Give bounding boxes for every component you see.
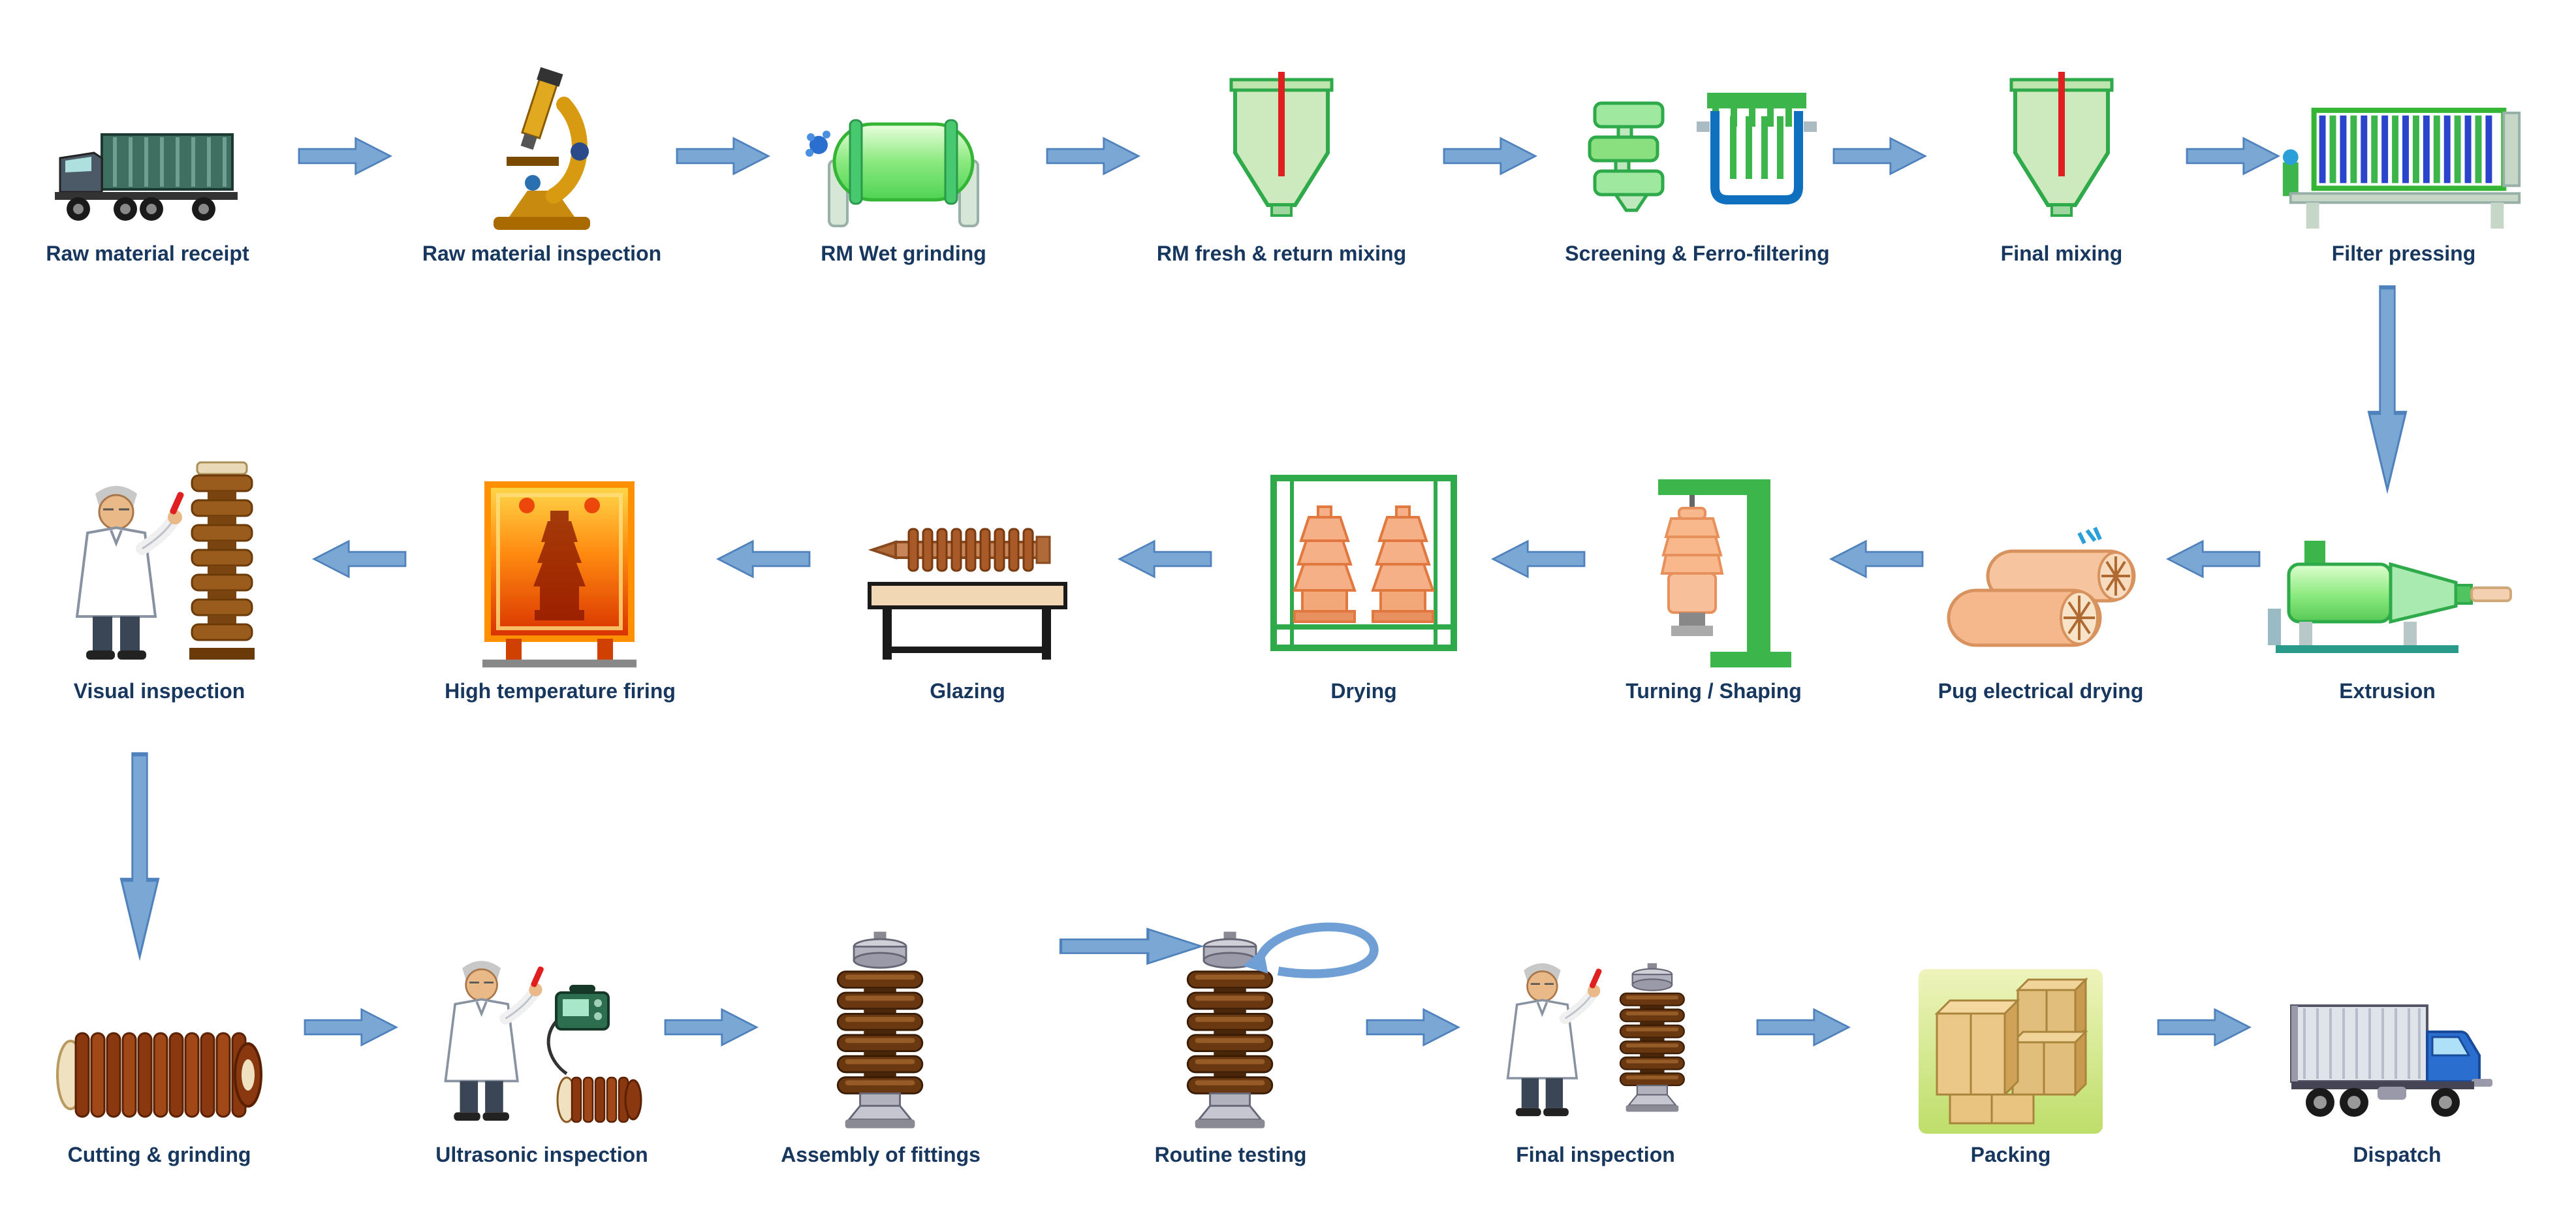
pug-cylinders-icon	[1933, 424, 2148, 673]
turning-lathe-icon	[1632, 424, 1795, 673]
test-loop-arrow	[1240, 913, 1390, 986]
flow-arrow-right	[1046, 136, 1141, 176]
node-label: Extrusion	[2339, 679, 2436, 703]
drying-rack-icon	[1266, 424, 1462, 673]
node-glazing: Glazing	[785, 424, 1150, 703]
flow-arrow-right	[676, 136, 771, 176]
node-cutting-grinding: Cutting & grinding	[0, 914, 342, 1167]
node-label: Drying	[1330, 679, 1397, 703]
node-final-inspection: Final inspection	[1413, 914, 1778, 1167]
node-turning-shaping: Turning / Shaping	[1531, 424, 1896, 703]
mixing-hopper-icon	[2000, 39, 2124, 235]
node-label: Routine testing	[1154, 1143, 1307, 1166]
flow-arrow-right	[2186, 136, 2281, 176]
flow-arrow-right	[1366, 1008, 1461, 1047]
node-assembly-of-fittings: Assembly of fittings	[698, 914, 1063, 1167]
node-high-temperature-firing: High temperature firing	[377, 424, 743, 703]
node-extrusion: Extrusion	[2205, 424, 2570, 703]
assembled-insulator-icon	[815, 914, 946, 1136]
flow-arrow-right	[1443, 136, 1538, 176]
screening-ferro-filter-icon	[1577, 39, 1818, 235]
node-ultrasonic-inspection: Ultrasonic inspection	[359, 914, 725, 1167]
dispatch-truck-icon	[2286, 914, 2508, 1136]
node-filter-pressing: Filter pressing	[2221, 39, 2576, 266]
flow-arrow-right	[298, 136, 393, 176]
node-label: Visual inspection	[73, 679, 245, 703]
flow-arrow-right	[2157, 1008, 2252, 1047]
node-label: Filter pressing	[2331, 242, 2476, 265]
flow-arrow-left	[2165, 539, 2261, 579]
node-packing: Packing	[1828, 914, 2193, 1167]
flow-arrow-down	[119, 752, 160, 961]
inspector-with-insulator-icon	[61, 424, 257, 673]
node-screening-ferro-filtering: Screening & Ferro-filtering	[1515, 39, 1880, 266]
flow-arrow-left	[1117, 539, 1212, 579]
node-label: Final mixing	[2000, 242, 2123, 265]
node-label: Assembly of fittings	[781, 1143, 981, 1166]
flow-arrow-right	[1756, 1008, 1851, 1047]
microscope-icon	[470, 39, 614, 235]
node-label: Dispatch	[2353, 1143, 2442, 1166]
node-label: Glazing	[930, 679, 1005, 703]
node-rm-wet-grinding: RM Wet grinding	[721, 39, 1086, 266]
node-pug-electrical-drying: Pug electrical drying	[1858, 424, 2223, 703]
node-label: Packing	[1970, 1143, 2051, 1166]
node-raw-material-inspection: Raw material inspection	[359, 39, 725, 266]
flow-arrow-right	[304, 1008, 399, 1047]
node-label: Screening & Ferro-filtering	[1565, 242, 1830, 265]
node-final-mixing: Final mixing	[1879, 39, 2244, 266]
node-label: Cutting & grinding	[67, 1143, 251, 1166]
flow-arrow-right	[1059, 927, 1204, 965]
node-routine-testing: Routine testing	[1048, 914, 1413, 1167]
node-dispatch: Dispatch	[2214, 914, 2576, 1167]
extruder-icon	[2260, 424, 2515, 673]
final-inspector-icon	[1491, 914, 1700, 1136]
truck-icon	[50, 39, 245, 235]
node-label: Pug electrical drying	[1938, 679, 2144, 703]
filter-press-icon	[2280, 39, 2528, 235]
node-visual-inspection: Visual inspection	[0, 424, 342, 703]
flow-arrow-right	[664, 1008, 759, 1047]
flow-arrow-down	[2367, 285, 2408, 494]
node-raw-material-receipt: Raw material receipt	[0, 39, 330, 266]
node-label: RM Wet grinding	[821, 242, 986, 265]
node-drying: Drying	[1181, 424, 1547, 703]
node-label: Turning / Shaping	[1626, 679, 1802, 703]
flow-arrow-left	[311, 539, 407, 579]
node-label: Ultrasonic inspection	[435, 1143, 648, 1166]
flow-arrow-right	[1832, 136, 1928, 176]
flow-arrow-left	[715, 539, 811, 579]
cut-insulator-icon	[42, 914, 277, 1136]
mixing-hopper-icon	[1219, 39, 1343, 235]
packing-boxes-icon	[1916, 914, 2105, 1136]
glazing-table-icon	[843, 424, 1092, 673]
node-label: Raw material inspection	[422, 242, 662, 265]
ultrasonic-inspector-icon	[431, 914, 653, 1136]
node-label: Raw material receipt	[46, 242, 249, 265]
flow-arrow-left	[1490, 539, 1586, 579]
ball-mill-icon	[806, 39, 1001, 235]
node-label: RM fresh & return mixing	[1156, 242, 1407, 265]
kiln-icon	[472, 424, 648, 673]
node-label: Final inspection	[1516, 1143, 1675, 1166]
node-label: High temperature firing	[445, 679, 676, 703]
node-rm-fresh-return-mixing: RM fresh & return mixing	[1099, 39, 1464, 266]
flow-arrow-left	[1829, 539, 1924, 579]
